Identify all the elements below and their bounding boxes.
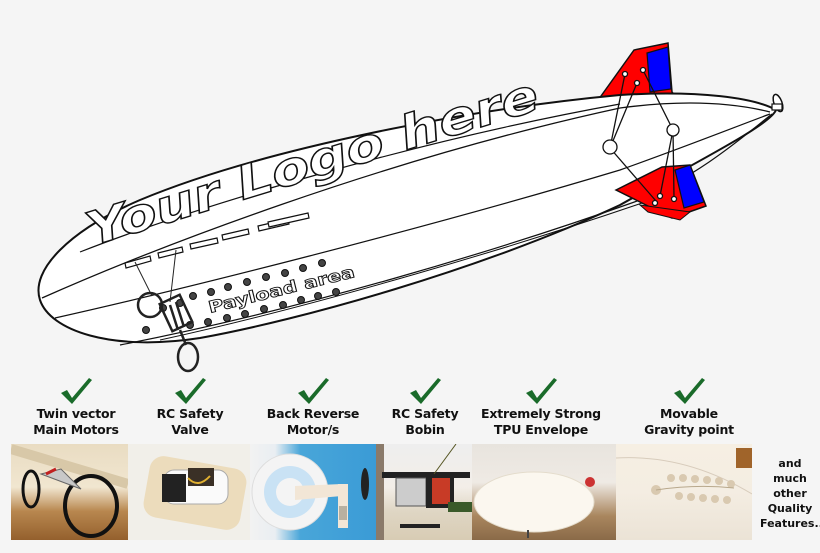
feature-label-line1: Twin vector — [36, 406, 116, 421]
feature-label-line2: Valve — [171, 422, 209, 437]
tail-propeller-icon — [771, 93, 784, 113]
valve-photo-icon — [143, 456, 247, 530]
feature-rc-safety-bobin: RC Safety Bobin — [385, 376, 465, 438]
feature-photo-strip — [11, 444, 752, 540]
photo-tpu-envelope — [472, 444, 616, 540]
more-features-line3: other — [773, 487, 807, 500]
envelope-photo-icon — [473, 471, 595, 538]
checkmark-icon — [175, 378, 206, 404]
reverse-motor-photo-icon — [251, 453, 369, 531]
checkmark-icon — [526, 378, 557, 404]
more-features-line2: much — [773, 472, 807, 485]
feature-twin-vector-motors: Twin vector Main Motors — [22, 376, 130, 438]
feature-label-line1: RC Safety — [391, 406, 459, 421]
checkmark-icon — [298, 378, 329, 404]
feature-label-line2: Gravity point — [644, 422, 734, 437]
gravity-point-photo-icon — [616, 448, 752, 504]
photo-movable-gravity-point — [616, 444, 752, 540]
feature-label-line2: Bobin — [405, 422, 445, 437]
feature-label-line2: Motor/s — [286, 422, 340, 437]
more-features-line4: Quality — [767, 502, 813, 515]
more-features-note: and much other Quality Features.. — [760, 456, 820, 531]
more-features-line5: Features.. — [760, 517, 820, 530]
feature-label-line1: Movable — [660, 406, 718, 421]
feature-label-line1: Extremely Strong — [481, 406, 601, 421]
feature-label-line1: RC Safety — [156, 406, 224, 421]
feature-movable-gravity-point: Movable Gravity point — [638, 376, 740, 438]
more-features-line1: and — [778, 457, 802, 470]
checkmark-icon — [674, 378, 705, 404]
feature-label-line2: TPU Envelope — [493, 422, 589, 437]
payload-mount-points — [142, 259, 340, 334]
gondola-motor-photo-icon — [11, 444, 128, 538]
bobin-photo-icon — [376, 444, 472, 540]
photo-rc-safety-valve — [128, 444, 250, 540]
feature-rc-safety-valve: RC Safety Valve — [150, 376, 230, 438]
checkmark-icon — [61, 378, 92, 404]
photo-twin-vector-motors — [11, 444, 128, 540]
window-strips — [124, 212, 310, 269]
feature-label-line2: Main Motors — [33, 422, 119, 437]
gondola-motor-unit — [134, 249, 200, 373]
photo-back-reverse-motor — [250, 444, 376, 540]
feature-back-reverse-motor: Back Reverse Motor/s — [262, 376, 364, 438]
photo-rc-safety-bobin — [376, 444, 472, 540]
feature-tpu-envelope: Extremely Strong TPU Envelope — [478, 376, 604, 438]
checkmark-icon — [410, 378, 441, 404]
blimp-diagram: Your Logo here Payload area — [37, 42, 784, 373]
feature-label-line1: Back Reverse — [266, 406, 360, 421]
tail-control-linkage — [602, 66, 680, 207]
